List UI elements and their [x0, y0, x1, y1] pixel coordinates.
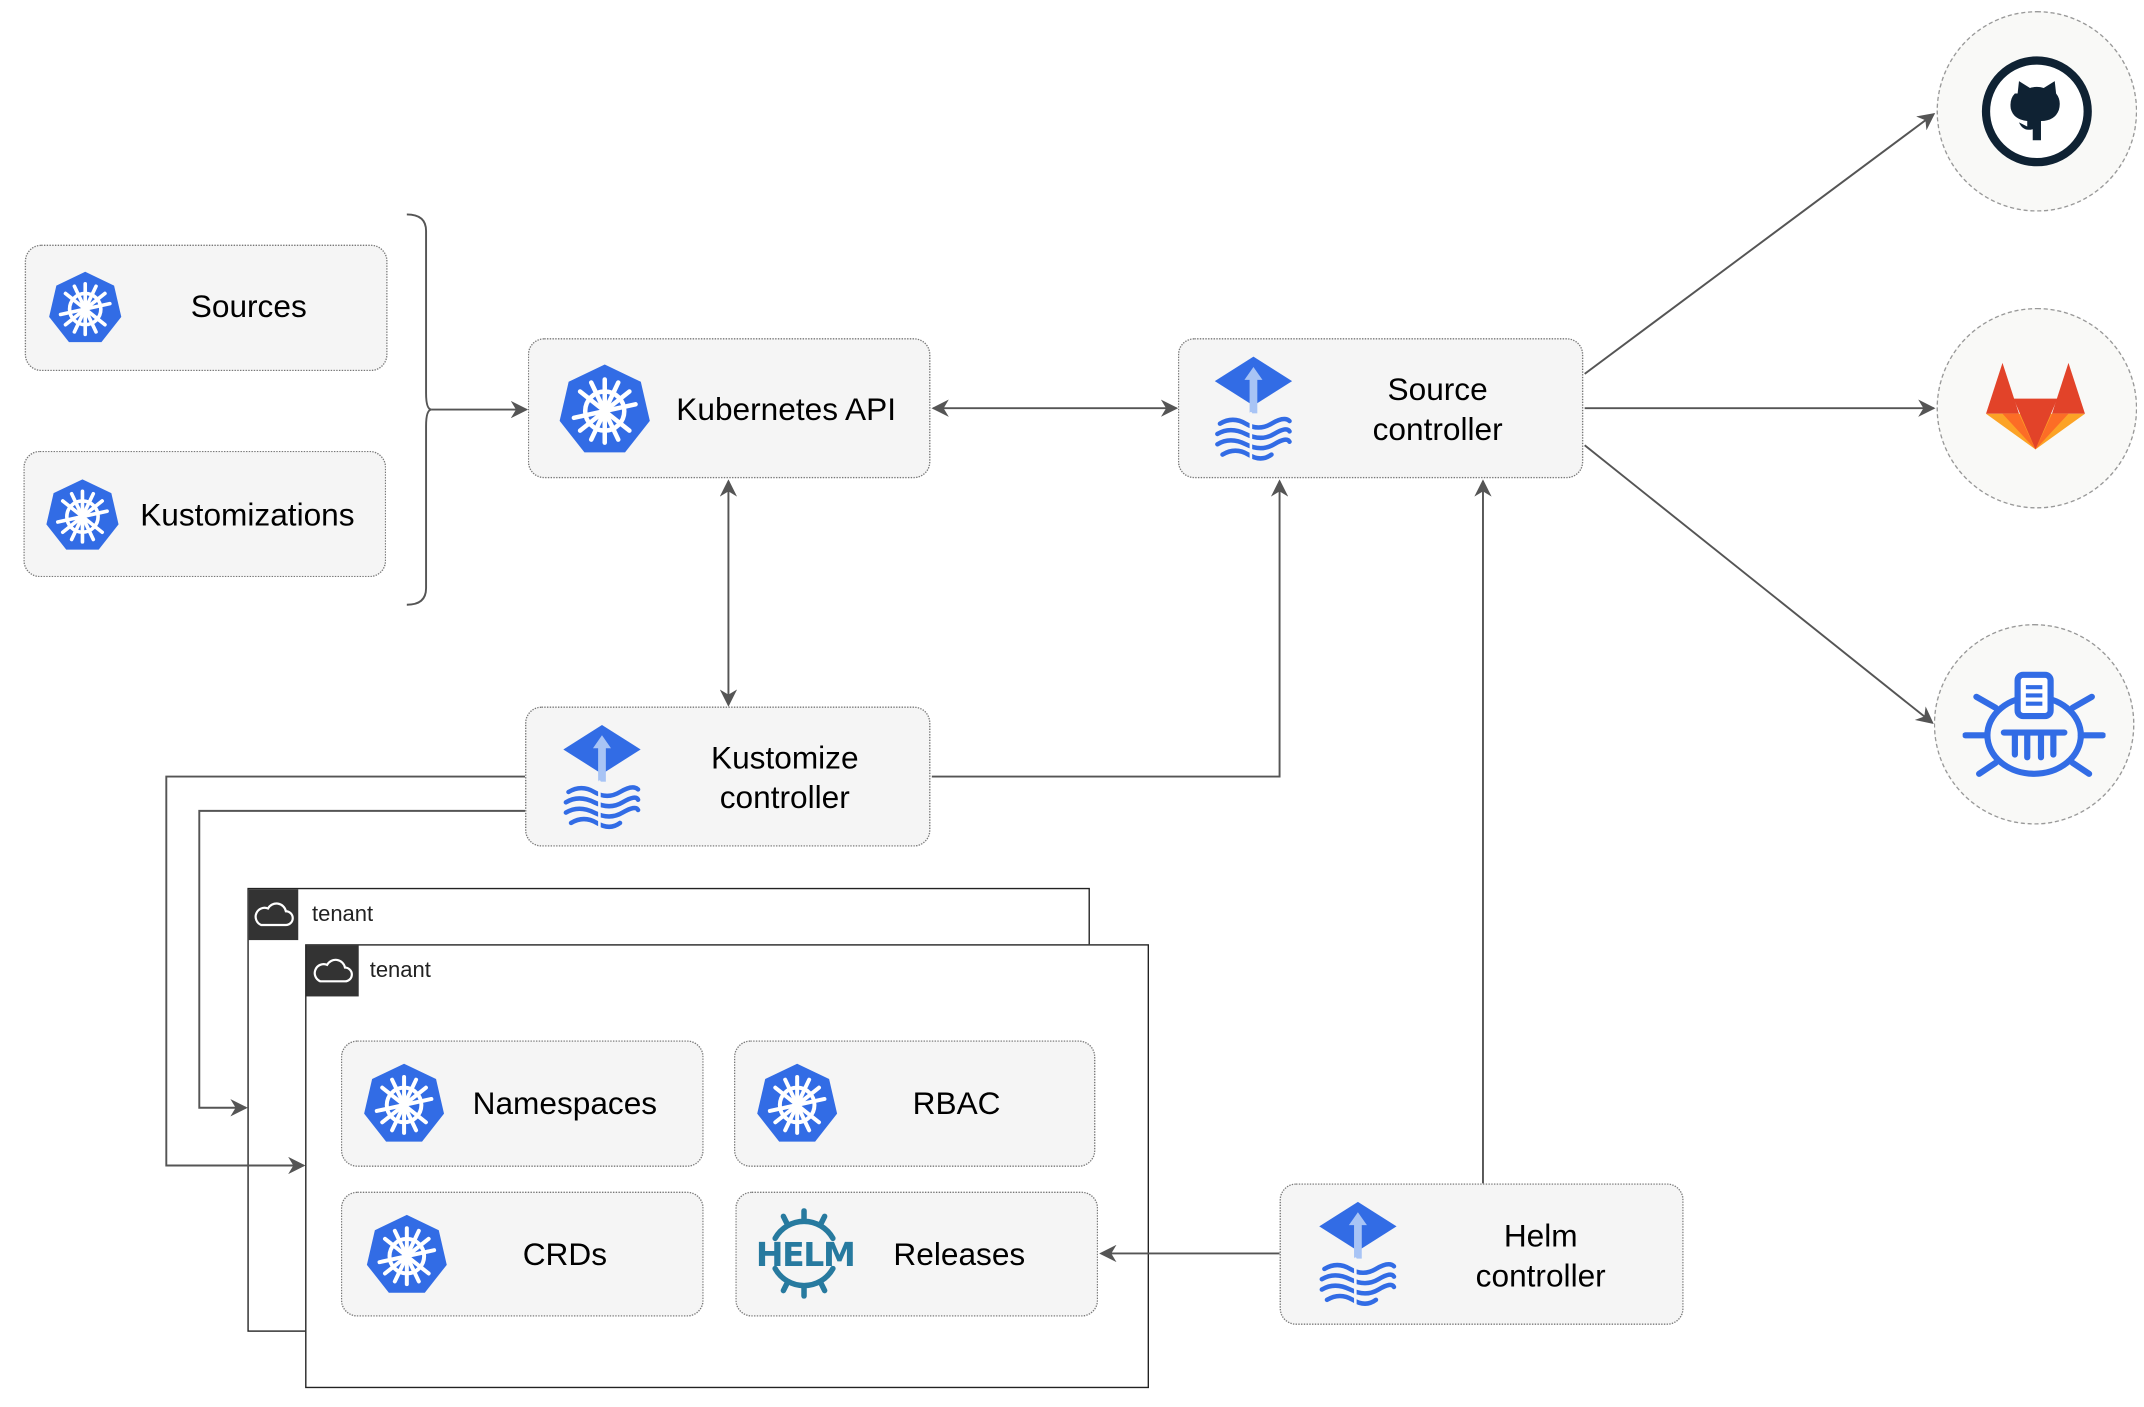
- arrow-source-github: [1584, 113, 1936, 375]
- arrow-kustomize-source: [931, 479, 1289, 778]
- releases-node[interactable]: [735, 1191, 1099, 1317]
- github-icon: [1981, 56, 2092, 167]
- label-line: controller: [1475, 1257, 1606, 1294]
- arrow-kustomize-tenant-front: [165, 775, 526, 1175]
- tenant-label: tenant: [311, 902, 374, 927]
- label-line: controller: [1372, 410, 1503, 447]
- harbor-node[interactable]: [1933, 623, 2135, 825]
- cloud-icon: [254, 902, 294, 927]
- cloud-icon: [313, 958, 353, 983]
- kubernetes-icon: [361, 1061, 446, 1146]
- kustomizations-label: Kustomizations: [140, 496, 355, 533]
- kubernetes-icon: [44, 477, 121, 554]
- kubernetes-icon: [364, 1212, 449, 1297]
- arrow-source-harbor: [1584, 444, 1934, 725]
- label-line: Kustomize: [710, 739, 859, 776]
- label-line: Source: [1387, 371, 1488, 407]
- kubernetes-icon: [47, 269, 124, 346]
- kustomize-controller-node[interactable]: [525, 706, 931, 847]
- tenant-header: [248, 889, 299, 941]
- tenant-header: [306, 945, 359, 997]
- harbor-icon: [1962, 671, 2106, 777]
- kubernetes-icon: [557, 361, 653, 457]
- kubernetes-icon: [755, 1061, 840, 1146]
- flux-icon: [561, 722, 643, 832]
- label-line: Helm: [1503, 1217, 1578, 1254]
- rbac-label: RBAC: [912, 1085, 1001, 1121]
- flux-icon: [1212, 353, 1294, 463]
- helm-logo-text: HELM: [755, 1235, 856, 1275]
- label-line: controller: [719, 779, 850, 816]
- gitlab-icon: [1986, 362, 2085, 450]
- crds-label: CRDs: [522, 1236, 608, 1273]
- helm-icon: HELM: [755, 1208, 856, 1299]
- kubernetes-api-label: Kubernetes API: [676, 391, 897, 427]
- tenant-label: tenant: [369, 959, 431, 983]
- flux-icon: [1317, 1198, 1399, 1308]
- releases-label: Releases: [893, 1236, 1026, 1273]
- arrow-kustomize-tenant-back: [198, 809, 526, 1117]
- namespaces-label: Namespaces: [472, 1085, 658, 1121]
- bracket: [406, 213, 432, 606]
- helm-controller-node[interactable]: [1279, 1183, 1684, 1325]
- sources-label: Sources: [190, 287, 307, 324]
